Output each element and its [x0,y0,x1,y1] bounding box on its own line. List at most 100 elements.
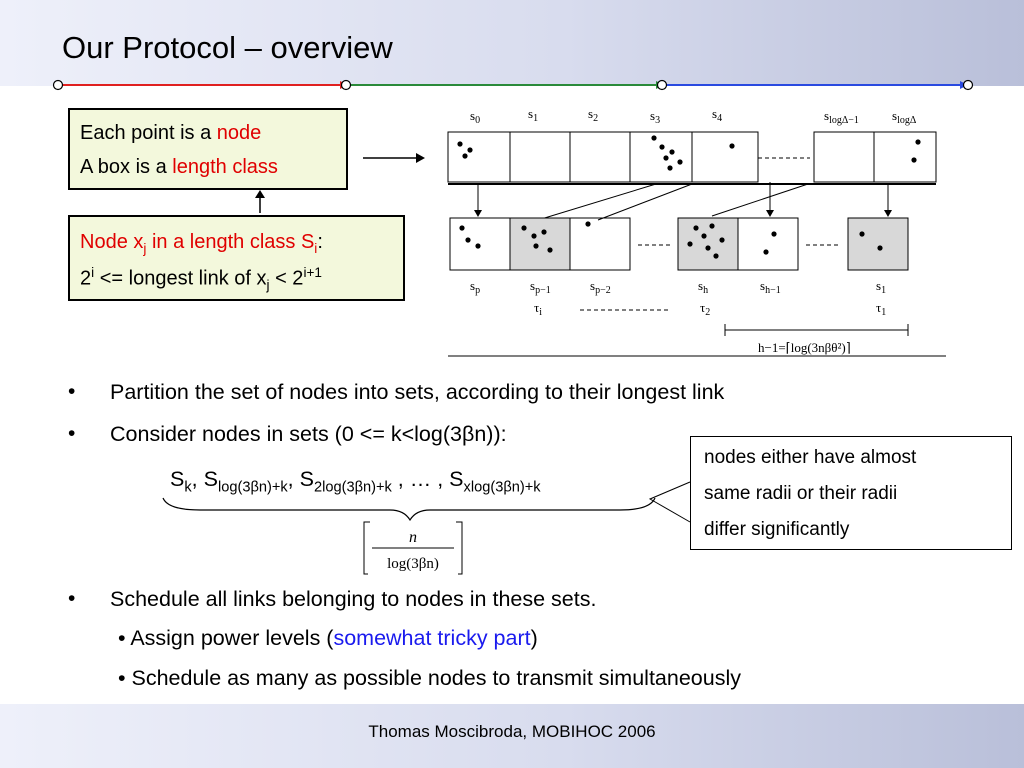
underbrace [162,497,656,522]
node-dot [533,243,539,249]
shaded-class-box [848,218,908,270]
node-highlight: node [216,122,262,144]
length-class-text: A box is a [80,156,173,178]
node-definition-box: Each point is a node A box is a length c… [68,108,348,190]
note-line: differ significantly [704,519,850,540]
node-dot [465,237,471,243]
node-dot [467,147,473,153]
node-dot [677,159,683,165]
set-subscript: x [463,479,471,496]
bottom-label-s1: s1 [876,278,886,296]
node-dot [521,225,527,231]
node-dot [663,155,669,161]
node-definition-line: Each point is a node [80,122,261,145]
node-dot [457,141,463,147]
sets-sequence: Sk, Slog(3βn)+k, S2log(3βn)+k , … , Sxlo… [170,467,541,495]
ceil-right [456,521,463,575]
node-dot [693,225,699,231]
node-dot [729,143,735,149]
node-dot [659,144,665,150]
bullet-marker: • [68,587,76,610]
set-subscript: k [184,479,192,496]
bottom-row-box [847,217,909,271]
node-dot [915,139,921,145]
node-dot [687,241,693,247]
ceiling-formula: n log(3βn) [363,521,463,575]
sub-bullet-power: • Assign power levels (somewhat tricky p… [118,626,538,651]
top-label-s0: s0 [470,108,480,126]
length-class-line: A box is a length class [80,156,278,179]
bullet-marker: • [68,380,76,403]
sub-bullet-text: • Assign power levels ( [118,626,334,650]
rule-superscript: i [91,265,95,280]
node-dot [719,237,725,243]
up-arrow-head [255,190,265,198]
down-arrow [711,183,809,217]
node-dot [763,249,769,255]
length-class-highlight: length class [172,156,278,178]
node-dot [713,253,719,259]
progress-timeline [52,79,974,91]
tau-label-i: τi [534,300,542,318]
right-arrow-head [416,153,425,163]
length-class-rule-box: Node xj in a length class Si: 2i <= long… [68,215,405,301]
node-dot [859,231,865,237]
sub-bullet-simultaneous: • Schedule as many as possible nodes to … [118,666,741,690]
down-arrow [597,183,693,221]
sub-bullet-text: ) [530,626,538,650]
set-subscript: log(3βn)+k [470,479,541,496]
rule-line-1: Node xj in a length class Si: [80,231,323,256]
bottom-label-sh: sh [698,278,708,296]
node-dot [669,149,675,155]
set-symbol: S [299,467,314,491]
set-subscript: 2 [313,479,323,496]
shaded-class-box [510,218,570,270]
top-label-s1: s1 [528,106,538,124]
node-dot [911,157,917,163]
slide-title: Our Protocol – overview [62,30,393,65]
footer-credit: Thomas Moscibroda, MOBIHOC 2006 [368,722,656,741]
timeline-node [962,79,974,91]
arrow-head [884,210,892,217]
rule-subscript: j [266,277,270,293]
callout-note: nodes either have almost same radii or t… [690,436,1012,550]
timeline-node [656,79,668,91]
rule-text: in a length class S [146,231,315,253]
tau-label-1: τ1 [876,300,886,318]
node-definition-text: Each point is a [80,122,217,144]
formula-denominator: log(3βn) [387,556,439,572]
tau-label-2: τ2 [700,300,710,318]
rule-subscript: j [143,241,147,256]
tricky-part-highlight: somewhat tricky part [333,626,531,650]
bottom-label-sp: sp [470,278,480,296]
top-label-s3: s3 [650,108,660,126]
rule-text: Node x [80,231,144,253]
node-dot [701,233,707,239]
rule-colon: : [317,231,323,253]
range-bracket-label: h−1=⌈log(3nβθ²)⌉ [758,340,851,355]
bullet-consider: Consider nodes in sets (0 <= k<log(3βn))… [110,422,507,446]
top-row-box-group [447,131,759,183]
callout-pointer [648,481,691,523]
bottom-row-box-group [449,217,631,271]
node-dot [651,135,657,141]
node-dot [667,165,673,171]
down-arrow [537,183,657,221]
node-dot [585,221,591,227]
set-symbol: S [449,467,464,491]
node-dot [475,243,481,249]
formula-numerator: n [409,529,417,546]
top-label-s4: s4 [712,106,722,124]
header-band [0,0,1024,86]
node-dot [705,245,711,251]
node-dot [462,153,468,159]
rule-text: <= longest link of x [94,267,267,290]
ceil-left [363,521,370,575]
bullet-partition: Partition the set of nodes into sets, ac… [110,380,725,404]
ellipsis: , … , [391,467,450,491]
set-subscript: log(3βn)+k [217,479,288,496]
node-dot [709,223,715,229]
rule-superscript: i+1 [303,265,322,280]
